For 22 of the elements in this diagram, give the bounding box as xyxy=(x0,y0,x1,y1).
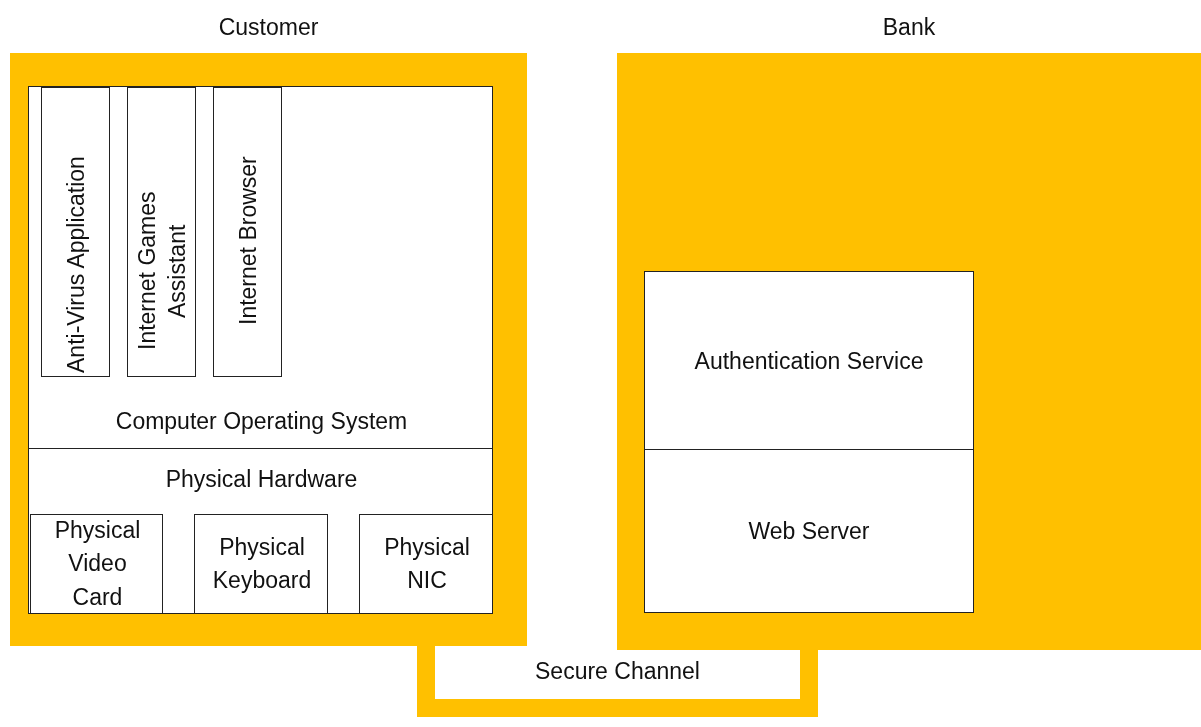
layer-label: Computer Operating System xyxy=(114,407,409,436)
application-label: Internet Browser xyxy=(233,156,262,327)
component-label: Physical NIC xyxy=(383,532,471,595)
application-box xyxy=(213,87,282,377)
application-box xyxy=(41,87,110,377)
component-label: Authentication Service xyxy=(693,346,925,376)
group-heading: Bank xyxy=(881,13,937,42)
component-label: Web Server xyxy=(747,516,871,546)
component-label: Physical Keyboard xyxy=(211,532,313,595)
hardware-component-box xyxy=(359,514,493,614)
group-heading: Customer xyxy=(217,13,320,42)
hardware-component-box xyxy=(30,514,163,614)
hardware-box xyxy=(28,448,493,614)
service-box xyxy=(644,271,974,450)
hardware-component-box xyxy=(194,514,328,614)
server-box xyxy=(644,449,974,613)
operating-system-box xyxy=(28,86,493,449)
layer-label: Physical Hardware xyxy=(164,465,359,494)
application-label: Internet Games Assistant xyxy=(134,190,191,353)
application-box xyxy=(127,87,196,377)
application-label: Anti-Virus Application xyxy=(61,156,90,375)
component-label: Physical Video Card xyxy=(53,516,142,612)
